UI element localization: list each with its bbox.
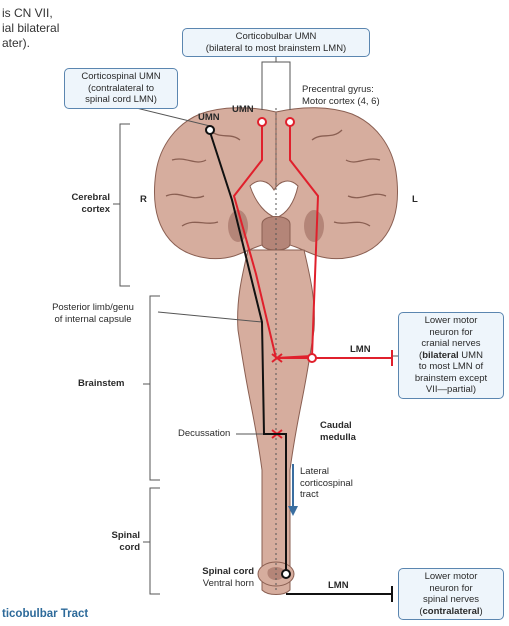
lmn-cranial-line-6: brainstem except: [404, 373, 498, 385]
caudal-medulla-line-2: medulla: [320, 432, 356, 444]
umn-red-right-soma: [286, 118, 294, 126]
lmn-spinal-line-4: (contralateral): [404, 606, 498, 618]
spinal-cord-side-line-2: cord: [84, 542, 140, 554]
caudal-medulla-line-1: Caudal: [320, 420, 356, 432]
corticospinal-callout-line-3: spinal cord LMN): [70, 94, 172, 106]
cerebral-cortex-line-1: Cerebral: [50, 192, 110, 204]
spinal-cord-side-line-1: Spinal: [84, 530, 140, 542]
lateral-tract-line-1: Lateral: [300, 466, 353, 478]
precentral-line-1: Precentral gyrus:: [302, 84, 380, 96]
cerebral-cortex-label: Cerebral cortex: [50, 192, 110, 215]
lmn-upper-label: LMN: [350, 344, 371, 356]
lmn-cranial-line-2: neuron for: [404, 327, 498, 339]
precentral-line-2: Motor cortex (4, 6): [302, 96, 380, 108]
corticobulbar-callout-line-1: Corticobulbar UMN: [188, 31, 364, 43]
lmn-lower-label: LMN: [328, 580, 349, 592]
brainstem-label: Brainstem: [78, 378, 124, 390]
corticobulbar-umn-callout: Corticobulbar UMN (bilateral to most bra…: [182, 28, 370, 57]
spinal-cord-side-label: Spinal cord: [84, 530, 140, 553]
spinal-cord-horn-line-2: Ventral horn: [168, 578, 254, 590]
spinal-cord-horn-label: Spinal cord Ventral horn: [168, 566, 254, 589]
umn-red-left-soma: [258, 118, 266, 126]
umn-left-label: UMN: [198, 112, 220, 124]
precentral-gyrus-label: Precentral gyrus: Motor cortex (4, 6): [302, 84, 380, 107]
lmn-cranial-line-1: Lower motor: [404, 315, 498, 327]
lmn-spinal-callout: Lower motor neuron for spinal nerves (co…: [398, 568, 504, 620]
bottom-title: ticobulbar Tract: [2, 608, 88, 620]
umn-center-label: UMN: [232, 104, 254, 116]
lmn-cranial-bilateral: bilateral: [422, 350, 458, 361]
lmn-cranial-umn: UMN: [459, 350, 483, 361]
lmn-cranial-line-5: to most LMN of: [404, 361, 498, 373]
lmn-spinal-contralateral: contralateral: [422, 606, 479, 617]
umn-black-soma: [206, 126, 214, 134]
basal-ganglia-right: [304, 210, 324, 242]
side-l-label: L: [412, 194, 418, 206]
lmn-cranial-line-3: cranial nerves: [404, 338, 498, 350]
corticospinal-callout-line-2: (contralateral to: [70, 83, 172, 95]
lmn-spinal-line-1: Lower motor: [404, 571, 498, 583]
corticospinal-umn-callout: Corticospinal UMN (contralateral to spin…: [64, 68, 178, 109]
lmn-spinal-line-3: spinal nerves: [404, 594, 498, 606]
lmn-cranial-line-4: (bilateral UMN: [404, 350, 498, 362]
cerebral-cortex-line-2: cortex: [50, 204, 110, 216]
decussation-label: Decussation: [178, 428, 230, 440]
lmn-black-soma: [282, 570, 290, 578]
side-r-label: R: [140, 194, 147, 206]
lmn-spinal-line-2: neuron for: [404, 583, 498, 595]
lateral-tract-line-3: tract: [300, 489, 353, 501]
lateral-tract-line-2: corticospinal: [300, 478, 353, 490]
lmn-cranial-callout: Lower motor neuron for cranial nerves (b…: [398, 312, 504, 399]
corticobulbar-callout-line-2: (bilateral to most brainstem LMN): [188, 43, 364, 55]
caudal-medulla-label: Caudal medulla: [320, 420, 356, 443]
lmn-cranial-line-7: VII—partial): [404, 384, 498, 396]
spinal-cord-horn-line-1: Spinal cord: [168, 566, 254, 578]
region-brackets: [113, 124, 160, 594]
lmn-red-soma: [308, 354, 316, 362]
lateral-tract-label: Lateral corticospinal tract: [300, 466, 353, 501]
corticospinal-callout-line-1: Corticospinal UMN: [70, 71, 172, 83]
posterior-limb-line-1: Posterior limb/genu: [30, 302, 156, 314]
posterior-limb-line-2: of internal capsule: [30, 314, 156, 326]
brainstem-shape: [238, 250, 315, 595]
posterior-limb-label: Posterior limb/genu of internal capsule: [30, 302, 156, 325]
